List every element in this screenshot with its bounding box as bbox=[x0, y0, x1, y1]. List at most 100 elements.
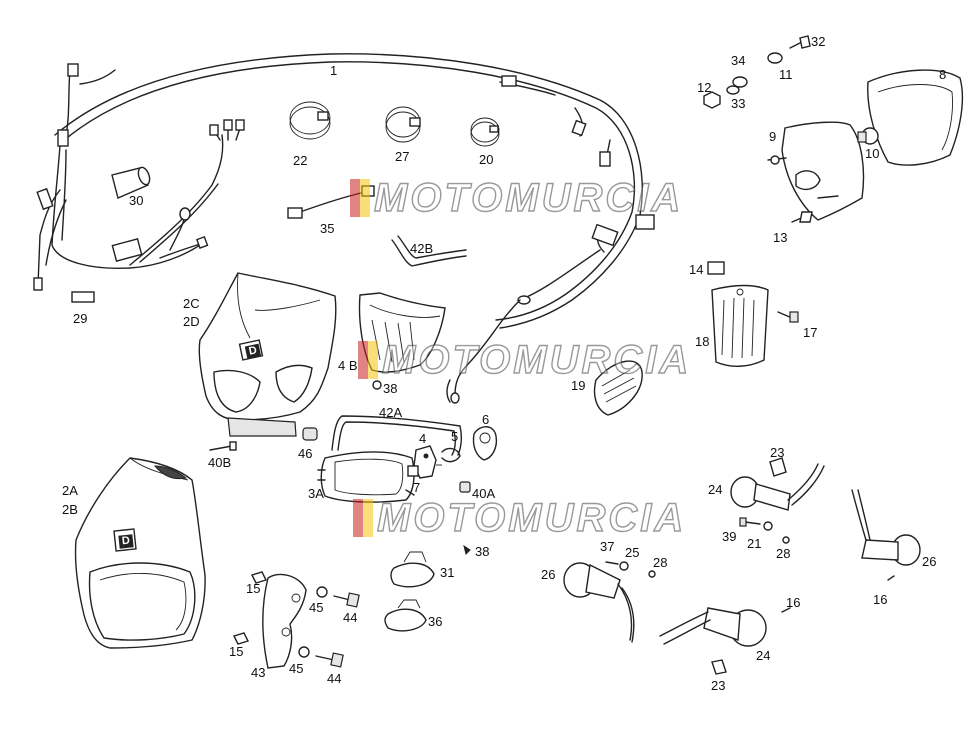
label-part-21: 21 bbox=[747, 536, 762, 551]
label-part-8: 8 bbox=[939, 67, 947, 82]
taillight-lens bbox=[867, 69, 964, 166]
bulb-23-bottom bbox=[711, 659, 727, 675]
voltage-regulator bbox=[711, 284, 769, 367]
label-part-28a: 28 bbox=[653, 555, 668, 570]
trim-strip bbox=[331, 415, 463, 456]
hose-clamp-20 bbox=[470, 117, 500, 147]
label-part-23b: 23 bbox=[711, 678, 726, 693]
bracket-36 bbox=[384, 599, 427, 632]
label-part-25: 25 bbox=[625, 545, 640, 560]
horn bbox=[593, 360, 643, 416]
nut-12 bbox=[703, 91, 721, 109]
flag-icon bbox=[353, 499, 373, 537]
label-part-24a: 24 bbox=[708, 482, 723, 497]
watermark-middle: MOTOMURCIA bbox=[358, 337, 691, 382]
bolt-40b bbox=[209, 445, 233, 451]
label-part-44b: 44 bbox=[327, 671, 342, 686]
bulb-23-top bbox=[769, 457, 787, 477]
nut-15-top bbox=[251, 571, 267, 584]
label-part-26b: 26 bbox=[922, 554, 937, 569]
turn-signal-26-right bbox=[851, 489, 921, 566]
label-part-2d: 2D bbox=[183, 314, 200, 329]
label-part-30: 30 bbox=[129, 193, 144, 208]
label-part-3a: 3A bbox=[308, 486, 324, 501]
mounting-plate bbox=[262, 573, 307, 669]
label-part-16a: 16 bbox=[786, 595, 801, 610]
screw-32 bbox=[789, 41, 803, 49]
turn-signal-24-bottom bbox=[659, 607, 767, 647]
washer-45-bottom bbox=[298, 646, 310, 658]
taillight-housing bbox=[767, 121, 865, 221]
clip-14 bbox=[707, 261, 725, 275]
fairing-logo-badge: D bbox=[118, 534, 134, 549]
adjuster-knob bbox=[459, 481, 471, 493]
label-part-28b: 28 bbox=[776, 546, 791, 561]
turn-signal-26-left bbox=[563, 562, 635, 643]
screw-16-right bbox=[887, 575, 895, 581]
label-part-15b: 15 bbox=[229, 644, 244, 659]
label-part-16b: 16 bbox=[873, 592, 888, 607]
label-part-11: 11 bbox=[779, 67, 793, 82]
watermark-text: MOTOMURCIA bbox=[373, 175, 684, 220]
hose-clamp-27 bbox=[385, 106, 421, 143]
label-part-46: 46 bbox=[298, 446, 313, 461]
label-part-4b: 4 B bbox=[338, 358, 358, 373]
label-part-10: 10 bbox=[865, 146, 880, 161]
nut-28-right bbox=[782, 536, 790, 544]
label-part-29: 29 bbox=[73, 311, 88, 326]
label-part-42a: 42A bbox=[379, 405, 403, 420]
label-part-40a: 40A bbox=[472, 486, 496, 501]
label-part-2b: 2B bbox=[62, 502, 78, 517]
label-part-1: 1 bbox=[330, 63, 338, 78]
watermark-text: MOTOMURCIA bbox=[376, 495, 687, 540]
screw-38-top bbox=[372, 380, 382, 390]
front-fairing bbox=[74, 457, 206, 649]
label-part-40b: 40B bbox=[208, 455, 232, 470]
spacer-34 bbox=[732, 76, 748, 88]
bulb-10 bbox=[857, 127, 879, 145]
label-part-33: 33 bbox=[731, 96, 746, 111]
wire-connector-7 bbox=[407, 465, 419, 477]
label-part-24b: 24 bbox=[756, 648, 771, 663]
label-part-20: 20 bbox=[479, 152, 494, 167]
flag-icon bbox=[350, 179, 370, 217]
washer-11 bbox=[767, 52, 783, 64]
headlight-unit bbox=[317, 451, 415, 503]
label-part-18: 18 bbox=[695, 334, 710, 349]
watermark-top: MOTOMURCIA bbox=[350, 175, 684, 220]
vent-hose bbox=[391, 239, 467, 267]
bracket-31 bbox=[390, 551, 435, 588]
headlight-shell bbox=[358, 292, 446, 373]
washer-25 bbox=[619, 561, 629, 571]
label-part-23a: 23 bbox=[770, 445, 785, 460]
label-part-22: 22 bbox=[293, 153, 308, 168]
label-part-19: 19 bbox=[571, 378, 586, 393]
label-part-27: 27 bbox=[395, 149, 410, 164]
bolt-44-bottom bbox=[315, 652, 344, 668]
turn-signal-24-top bbox=[730, 463, 825, 511]
nut-28-left bbox=[648, 570, 656, 578]
label-part-7: 7 bbox=[413, 480, 421, 495]
label-part-9: 9 bbox=[769, 129, 777, 144]
washer-33 bbox=[726, 85, 740, 95]
label-part-13: 13 bbox=[773, 230, 788, 245]
label-part-12: 12 bbox=[697, 80, 712, 95]
flag-icon bbox=[358, 341, 378, 379]
label-part-31: 31 bbox=[440, 565, 455, 580]
washer-45-top bbox=[316, 586, 328, 598]
label-part-4: 4 bbox=[419, 431, 427, 446]
label-part-37: 37 bbox=[600, 539, 615, 554]
label-part-35: 35 bbox=[320, 221, 335, 236]
label-part-17: 17 bbox=[803, 325, 818, 340]
label-part-36: 36 bbox=[428, 614, 443, 629]
label-part-15a: 15 bbox=[246, 581, 261, 596]
bolt-44-top bbox=[333, 592, 360, 608]
bolt-17 bbox=[777, 311, 799, 323]
label-part-2c: 2C bbox=[183, 296, 200, 311]
label-part-14: 14 bbox=[689, 262, 704, 277]
label-part-38b: 38 bbox=[475, 544, 490, 559]
watermark-bottom: MOTOMURCIA bbox=[353, 495, 687, 540]
screw-37 bbox=[605, 561, 619, 565]
